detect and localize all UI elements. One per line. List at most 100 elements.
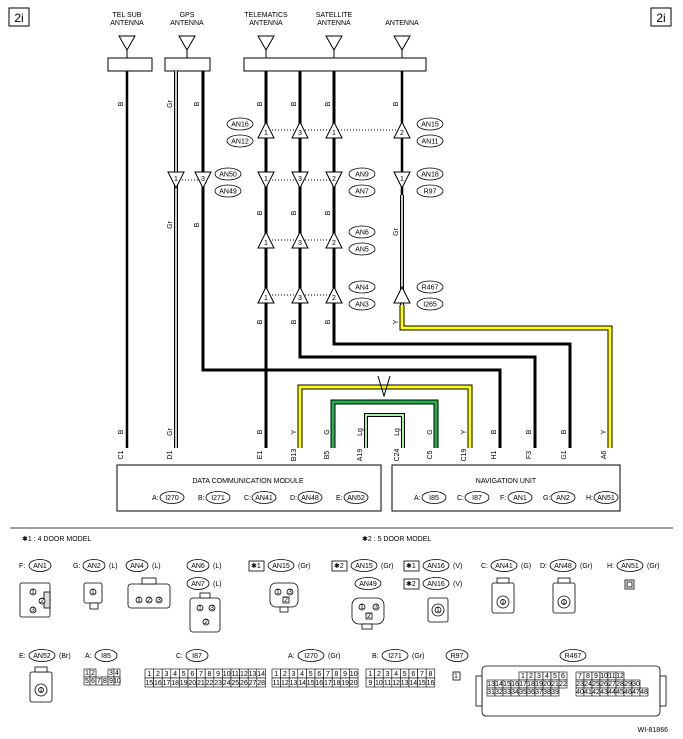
connector-ovals: AN16AN12AN15AN11AN50AN49AN9AN7AN18R97AN6… (214, 117, 444, 311)
svg-text:AN6: AN6 (355, 230, 369, 237)
legend-entry: B:I271(Gr) (372, 649, 424, 662)
svg-text:3: 3 (288, 589, 292, 596)
svg-text:2: 2 (332, 295, 336, 302)
svg-text:15: 15 (418, 680, 426, 687)
svg-text:25: 25 (231, 680, 239, 687)
svg-text:AN52: AN52 (33, 653, 51, 660)
svg-text:10: 10 (223, 671, 231, 678)
svg-text:D:: D: (540, 563, 547, 570)
svg-text:C:: C: (176, 653, 183, 660)
svg-text:34: 34 (511, 689, 519, 696)
svg-text:AN15: AN15 (272, 563, 290, 570)
connector-oval: R97 (416, 184, 444, 198)
svg-text:3: 3 (157, 597, 161, 604)
navigation-unit-box (391, 464, 621, 512)
connector-key: E: (336, 495, 343, 502)
connector-id: I271 (211, 495, 225, 502)
wire-color-label: Y (291, 429, 298, 434)
svg-text:41: 41 (584, 689, 592, 696)
svg-text:22: 22 (559, 681, 567, 688)
nav-pin-label: C5 (427, 450, 434, 459)
svg-text:(Gr): (Gr) (580, 563, 592, 570)
svg-text:3: 3 (537, 673, 541, 680)
connector-oval: AN9 (348, 167, 376, 181)
connector-key: A: (414, 495, 421, 502)
connector-oval: AN5 (348, 242, 376, 256)
legend-entry: F:AN1 (19, 559, 52, 572)
satellite-antenna-label-2: ANTENNA (317, 20, 351, 27)
svg-text:28: 28 (257, 680, 265, 687)
note-4-door: ✱1 : 4 DOOR MODEL (22, 535, 91, 543)
connector-id: I87 (472, 495, 482, 502)
svg-text:AN7: AN7 (355, 189, 369, 196)
legend-entry: A:I270(Gr) (288, 649, 340, 662)
wire-color-label: B (561, 429, 568, 434)
svg-text:18: 18 (171, 680, 179, 687)
multi-antenna-box (243, 57, 427, 72)
wire-color-label: B (291, 101, 298, 106)
svg-text:20: 20 (188, 680, 196, 687)
svg-text:46: 46 (624, 689, 632, 696)
svg-text:32: 32 (495, 689, 503, 696)
svg-text:14: 14 (257, 671, 265, 678)
connector-key: C: (244, 495, 251, 502)
svg-text:A:: A: (85, 653, 92, 660)
antenna-symbols (118, 35, 411, 58)
connector-id: AN48 (301, 495, 319, 502)
dcm-pin-label: B13 (291, 449, 298, 462)
svg-text:(G): (G) (521, 563, 531, 570)
svg-text:1: 1 (264, 130, 268, 137)
svg-text:1: 1 (276, 589, 280, 596)
svg-text:4: 4 (115, 670, 119, 677)
svg-text:1: 1 (137, 597, 141, 604)
svg-text:36: 36 (527, 689, 535, 696)
legend-entry: E:AN52(Br) (19, 649, 71, 662)
svg-text:15: 15 (503, 681, 511, 688)
connector-oval: I265 (416, 297, 444, 311)
svg-text:2: 2 (284, 597, 288, 604)
svg-text:11: 11 (384, 680, 391, 687)
svg-text:15: 15 (307, 680, 315, 687)
radio-antenna-label: ANTENNA (385, 20, 419, 27)
svg-text:(Gr): (Gr) (412, 653, 424, 660)
svg-text:I265: I265 (423, 302, 437, 309)
connector-id: AN41 (255, 495, 273, 502)
svg-text:1: 1 (274, 671, 278, 678)
svg-text:3: 3 (298, 240, 302, 247)
svg-text:23: 23 (214, 680, 222, 687)
wire-color-label: B (526, 429, 533, 434)
svg-text:8: 8 (335, 671, 339, 678)
svg-text:AN9: AN9 (355, 172, 369, 179)
svg-text:4: 4 (394, 671, 398, 678)
svg-text:R467: R467 (422, 285, 439, 292)
svg-text:6: 6 (411, 671, 415, 678)
svg-text:3: 3 (298, 130, 302, 137)
nav-pin-label: C19 (461, 448, 468, 461)
svg-text:B:: B: (372, 653, 379, 660)
svg-text:20: 20 (350, 680, 358, 687)
svg-text:4: 4 (173, 671, 177, 678)
wire-color-label: G (324, 429, 331, 434)
svg-text:9: 9 (343, 671, 347, 678)
svg-text:E:: E: (19, 653, 26, 660)
svg-text:R97: R97 (424, 189, 437, 196)
svg-text:1: 1 (521, 673, 525, 680)
svg-text:(L): (L) (213, 581, 222, 588)
nav-pin-label: F3 (526, 451, 533, 459)
wire-color-label: B (118, 101, 125, 106)
wire-color-label: B (257, 101, 264, 106)
svg-text:18: 18 (527, 681, 535, 688)
svg-text:14: 14 (298, 680, 306, 687)
svg-text:43: 43 (600, 689, 608, 696)
connector-oval: AN7 (348, 184, 376, 198)
wire-color-label: B (118, 429, 125, 434)
svg-text:17: 17 (163, 680, 171, 687)
svg-text:1: 1 (501, 599, 505, 606)
svg-text:31: 31 (487, 689, 495, 696)
svg-text:27: 27 (249, 680, 257, 687)
